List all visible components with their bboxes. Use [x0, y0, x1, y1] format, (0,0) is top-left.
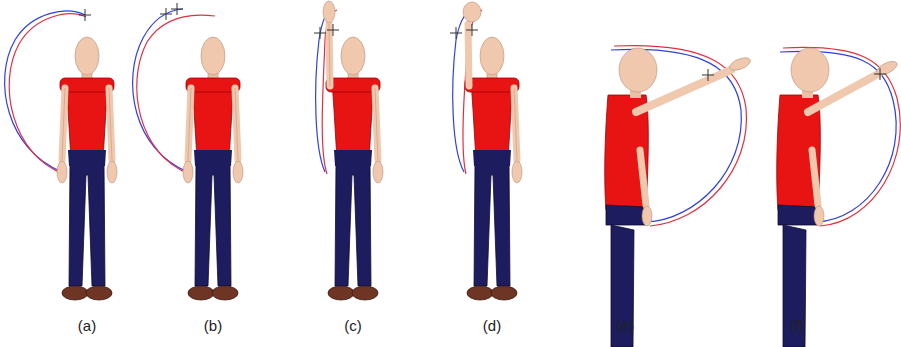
arm	[468, 24, 469, 86]
trajectory-blue	[133, 9, 188, 172]
character-body	[186, 37, 240, 300]
arm	[107, 88, 117, 183]
arm	[57, 88, 67, 183]
subfigure-label: (f)	[790, 318, 804, 335]
subfigure-label: (b)	[204, 318, 222, 335]
subfigure-label: (c)	[344, 318, 362, 335]
subfigure-label: (e)	[616, 318, 634, 335]
crosshair	[327, 24, 339, 36]
hand	[875, 59, 899, 78]
arm	[808, 74, 878, 112]
hand	[728, 55, 752, 73]
crosshair	[171, 3, 183, 15]
figure-b	[133, 3, 243, 300]
subfigure-label: (a)	[78, 318, 96, 335]
arm	[183, 88, 193, 183]
arm	[636, 70, 731, 112]
figure-e	[605, 46, 752, 347]
crosshair	[79, 9, 91, 21]
character-body	[326, 37, 380, 300]
arm	[512, 88, 522, 183]
character-body	[465, 37, 519, 300]
figure-a	[5, 9, 117, 300]
figure-f	[777, 47, 901, 347]
character-body	[60, 37, 114, 300]
crosshair	[160, 8, 172, 20]
arm	[233, 88, 243, 183]
arm	[373, 88, 383, 183]
hand	[463, 2, 481, 22]
crosshair	[314, 27, 326, 39]
character-body	[605, 48, 657, 347]
figure-d	[450, 2, 522, 300]
character-body	[777, 48, 829, 347]
crosshair	[702, 69, 714, 81]
subfigure-label: (d)	[483, 318, 501, 335]
arm	[323, 1, 335, 86]
crosshair	[450, 27, 462, 39]
figure-c	[314, 1, 383, 300]
crosshair	[466, 24, 478, 36]
crosshair	[874, 68, 886, 80]
